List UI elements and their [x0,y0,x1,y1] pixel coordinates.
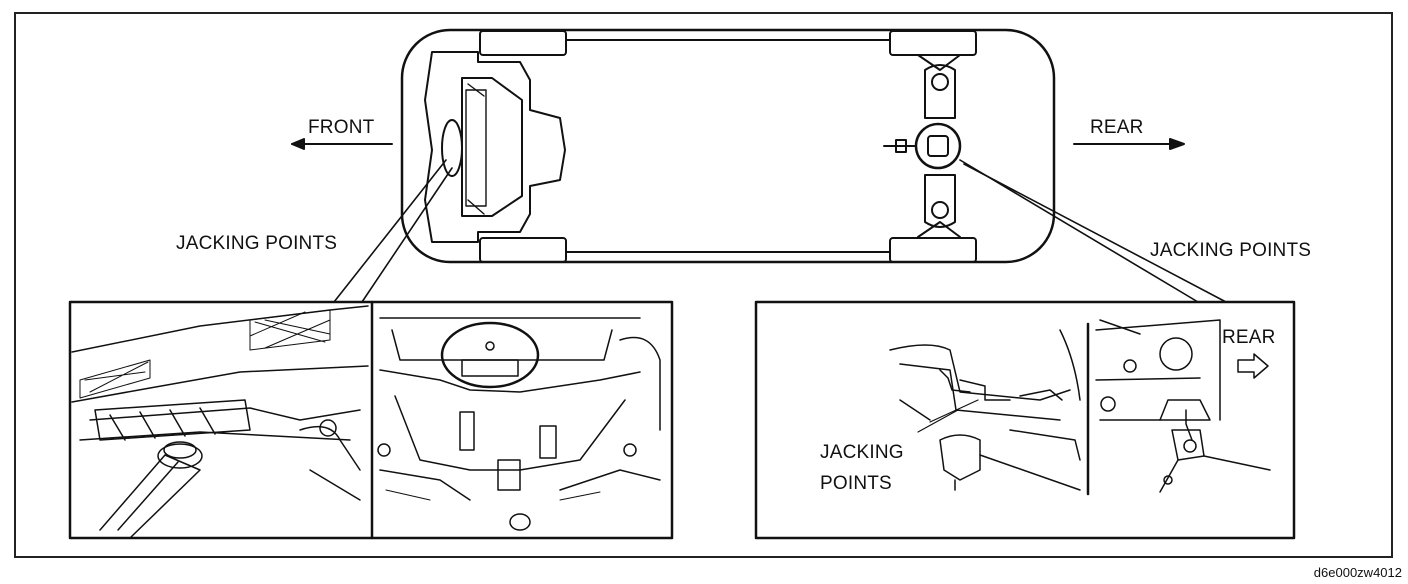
rear-label: REAR [1090,117,1144,138]
figure-code: d6e000zw4012 [1313,565,1402,580]
front-jacking-inset [68,300,674,540]
front-right-wheel [479,237,567,263]
front-underbody-view [377,317,661,531]
inset-rear-label: REAR [1222,327,1276,348]
rear-left-wheel [889,30,977,56]
rear-suspension-view [1095,319,1271,493]
vehicle-underside [400,28,1056,264]
rear-right-wheel [889,237,977,263]
diagram-frame [14,12,1393,558]
jacking-points-label-front: JACKING POINTS [176,233,338,254]
front-label: FRONT [308,117,375,138]
leader-lines [333,159,1227,303]
rear-sill-view [889,329,1081,491]
rear-jacking-inset [754,300,1296,540]
inset-jacking-label-line2: POINTS [820,473,892,494]
inset-jacking-label-line1: JACKING [820,442,904,463]
front-left-wheel [479,30,567,56]
jacking-points-label-rear: JACKING POINTS [1150,240,1312,261]
rear-arrow [1073,138,1185,150]
front-sill-view [71,305,369,539]
inset-rear-arrow [1237,353,1269,379]
front-arrow [291,138,393,150]
